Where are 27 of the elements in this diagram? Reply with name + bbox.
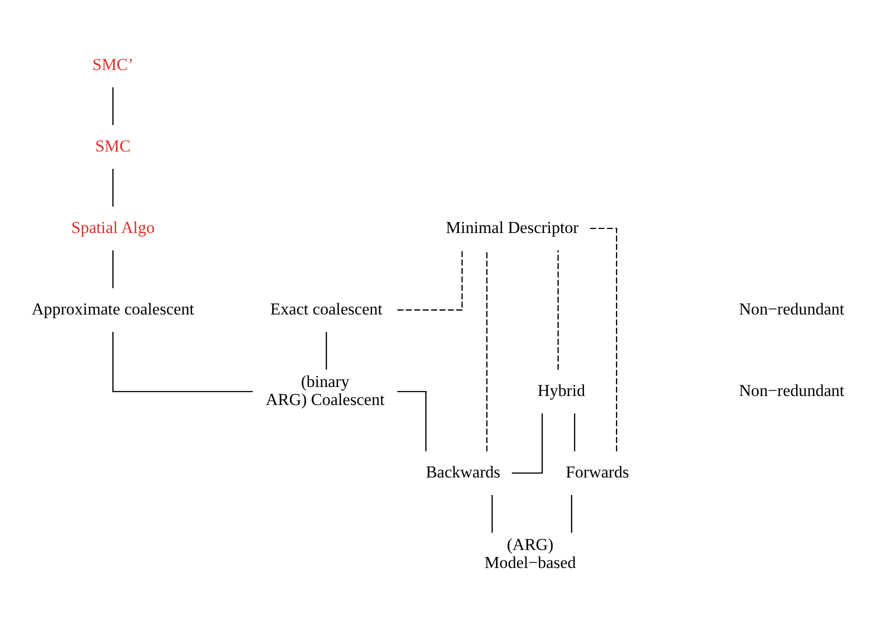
node-text: Forwards bbox=[565, 462, 629, 482]
connector bbox=[112, 332, 252, 392]
connector bbox=[574, 413, 575, 452]
connector bbox=[491, 494, 492, 533]
node-text: SMC bbox=[94, 136, 130, 156]
label: Non−redundant bbox=[738, 380, 844, 400]
node-text: (ARG) Model−based bbox=[484, 535, 576, 572]
connector bbox=[112, 168, 114, 207]
connector bbox=[570, 494, 572, 533]
connector bbox=[511, 413, 542, 474]
connector bbox=[325, 332, 326, 370]
node-text: SMC’ bbox=[92, 54, 133, 74]
node-text: Approximate coalescent bbox=[31, 299, 194, 318]
node-text: Exact coalescent bbox=[270, 299, 382, 318]
connector bbox=[112, 250, 114, 288]
node-text: Hybrid bbox=[537, 380, 585, 400]
connector bbox=[112, 87, 114, 126]
label: Non−redundant bbox=[738, 299, 844, 318]
connector bbox=[396, 390, 426, 452]
node-text: Spatial Algo bbox=[70, 218, 154, 237]
node-text: (binary ARG) Coalescent bbox=[265, 372, 384, 409]
connector bbox=[557, 250, 558, 370]
connector bbox=[486, 250, 487, 452]
node-text: Backwards bbox=[425, 462, 500, 482]
node-text: Minimal Descriptor bbox=[445, 218, 578, 237]
connector bbox=[587, 228, 617, 452]
connector bbox=[396, 250, 462, 311]
